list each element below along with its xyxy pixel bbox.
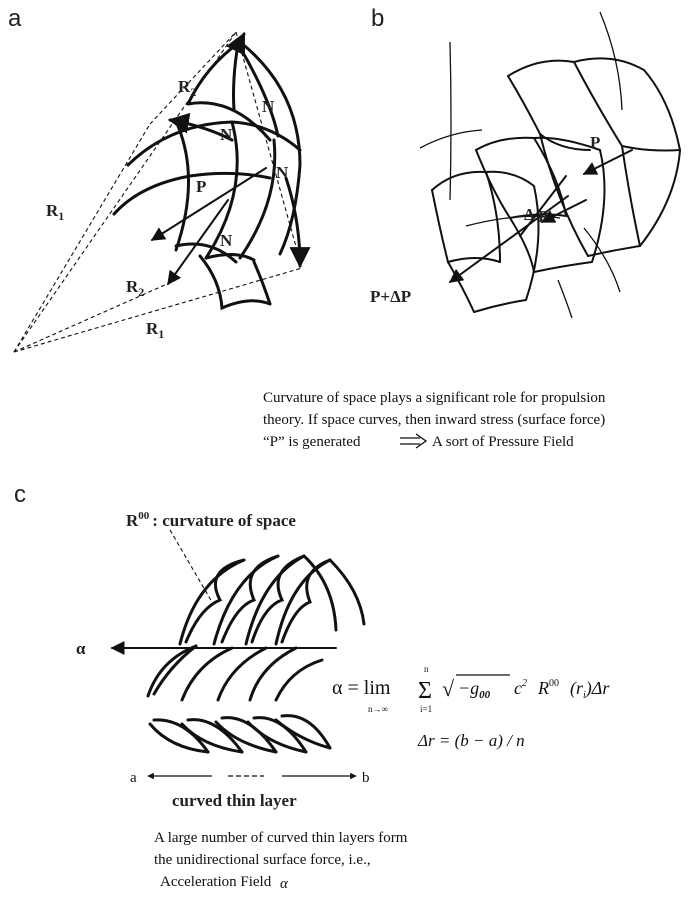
caption-ab: Curvature of space plays a significant r…	[263, 390, 606, 450]
implies-arrow-icon	[400, 433, 428, 449]
caption-ab-line-2: theory. If space curves, then inward str…	[263, 412, 605, 428]
label-r1-outer: R1	[46, 201, 64, 223]
label-b-delta: Δ	[524, 205, 535, 224]
eq-sqrt: √	[442, 676, 455, 701]
panel-c: c R00: curvature of space	[14, 481, 370, 810]
panel-b-arrows	[448, 149, 633, 283]
label-n-1: N	[262, 97, 275, 116]
panel-b: b	[370, 5, 682, 319]
equation: α = lim n→∞ n Σ i=1 √ −g00 c2 R00 (ri)Δr…	[332, 664, 610, 750]
panel-a-curved-mesh	[112, 40, 302, 311]
eq-sum: Σ	[418, 678, 432, 704]
caption-ab-line-3b: A sort of Pressure Field	[432, 434, 574, 450]
eq-radicand: −g00	[458, 678, 491, 701]
panel-c-layers	[146, 554, 366, 754]
eq-ri: (ri)Δr	[570, 678, 610, 701]
caption-ab-line-3: “P” is generated	[263, 434, 361, 450]
label-b-p-mid: P	[538, 207, 548, 226]
label-r2-bottom: R2	[126, 277, 144, 299]
caption-c-alpha: α	[280, 876, 289, 892]
panel-b-letter: b	[371, 5, 384, 32]
panel-c-letter: c	[14, 481, 26, 508]
eq-limit: n→∞	[368, 704, 388, 714]
label-r1-bottom: R1	[146, 319, 164, 341]
label-b-p-plus-dp: P+ΔP	[370, 287, 411, 306]
eq-delta-r: Δr = (b − a) / n	[417, 731, 525, 750]
label-n-2: N	[220, 125, 233, 144]
eq-alpha-lim: α = lim	[332, 677, 391, 699]
eq-sum-top: n	[424, 664, 429, 674]
label-alpha: α	[76, 639, 86, 658]
label-p: P	[196, 177, 206, 196]
label-r2-top: R2	[178, 77, 196, 99]
label-curved-thin-layer: curved thin layer	[172, 791, 297, 810]
panel-a-letter: a	[8, 5, 22, 32]
label-a: a	[130, 770, 137, 786]
panel-a: a	[8, 5, 311, 353]
caption-c-line-2: the unidirectional surface force, i.e.,	[154, 852, 371, 868]
caption-ab-line-1: Curvature of space plays a significant r…	[263, 390, 606, 406]
panel-b-curved-mesh	[419, 11, 682, 319]
label-b: b	[362, 770, 370, 786]
eq-c2: c2	[514, 678, 527, 698]
label-n-4: N	[220, 231, 233, 250]
label-b-p-top: P	[590, 133, 600, 152]
label-n-3: N	[276, 163, 289, 182]
eq-sum-bottom: i=1	[420, 704, 432, 714]
caption-c: A large number of curved thin layers for…	[154, 830, 408, 892]
caption-c-line-1: A large number of curved thin layers for…	[154, 830, 408, 846]
panel-a-arrows	[150, 32, 311, 286]
caption-c-line-3: Acceleration Field	[160, 874, 272, 890]
eq-r00: R00	[537, 678, 559, 698]
label-r00-curvature: R00: curvature of space	[126, 510, 296, 530]
